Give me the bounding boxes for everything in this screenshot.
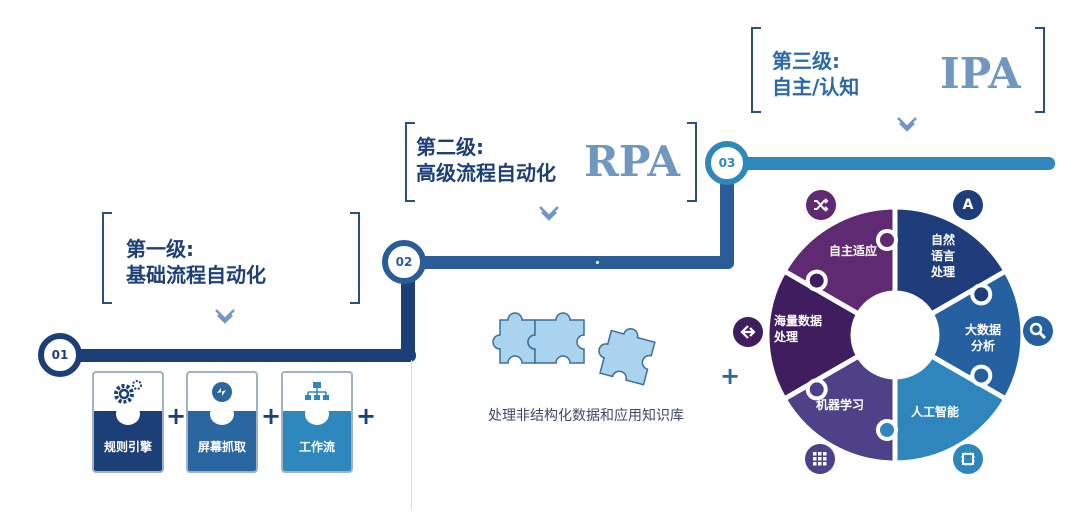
capability-wheel: [764, 204, 1026, 466]
puzzle-knob: [970, 364, 993, 387]
level2-bracket-left: [405, 122, 415, 202]
plus-sign: +: [720, 362, 741, 390]
card-rule-engine: 规则引擎: [92, 371, 164, 473]
level1-title-line2: 基础流程自动化: [126, 263, 266, 287]
wheel-label-autonomous: 自主适应: [828, 244, 877, 258]
level1-chevron-icon: [215, 309, 235, 324]
level3-bracket-right: [1035, 27, 1045, 113]
wheel-label-ai: 人工智能: [910, 405, 959, 419]
level3-title: 第三级: 自主/认知: [772, 48, 859, 100]
plus-sign: +: [356, 402, 377, 430]
level3-title-line1: 第三级:: [772, 49, 840, 73]
arrows-icon: [733, 317, 763, 347]
puzzle-knob: [805, 378, 828, 401]
level3-chevron-icon: [897, 117, 917, 132]
level2-title-line1: 第二级:: [416, 135, 484, 159]
level2-title: 第二级: 高级流程自动化: [416, 134, 556, 186]
level3-acronym: IPA: [940, 49, 1021, 98]
wheel-center: [853, 293, 937, 377]
puzzle-knob: [876, 419, 898, 441]
level2-riser: [720, 163, 734, 269]
step-02-badge: 02: [382, 240, 426, 284]
level2-bracket-right: [687, 122, 697, 202]
level2-line: [404, 256, 734, 269]
puzzle-knob: [876, 229, 898, 251]
card-label: 规则引擎: [103, 440, 152, 454]
shuffle-icon: [806, 190, 836, 220]
level1-line: [60, 349, 416, 362]
card-label: 屏幕抓取: [197, 440, 246, 454]
wheel-label-nlp: 自然 语言 处理: [930, 233, 955, 279]
level1-title-line1: 第一级:: [126, 237, 194, 261]
wheel-segment-ml: [780, 352, 898, 466]
level1-bracket-left: [102, 212, 112, 304]
puzzle-pieces-icon: [492, 312, 656, 386]
level1-title: 第一级: 基础流程自动化: [126, 236, 266, 288]
level2-description: 处理非结构化数据和应用知识库: [488, 408, 684, 424]
level1-riser: [401, 262, 415, 362]
puzzle-knob: [805, 269, 828, 292]
gears-icon: [114, 380, 142, 404]
card-workflow: 工作流: [281, 371, 353, 473]
plus-sign: +: [166, 402, 187, 430]
refresh-icon: [212, 382, 232, 402]
search-icon: [1023, 316, 1053, 346]
card-screen-scraping: 屏幕抓取: [186, 371, 258, 473]
level3-bracket-left: [751, 27, 761, 113]
hierarchy-icon: [305, 382, 329, 400]
card-label: 工作流: [298, 440, 335, 454]
level2-title-line2: 高级流程自动化: [416, 161, 556, 185]
level2-acronym: RPA: [584, 137, 681, 186]
text-a-icon: A: [953, 190, 983, 220]
plus-sign: +: [261, 402, 282, 430]
level3-title-line2: 自主/认知: [772, 75, 860, 99]
level3-line: [727, 157, 1055, 170]
wheel-label-big-data: 大数据 分析: [964, 323, 1001, 353]
level2-line-dot: [596, 261, 599, 264]
step-03-badge: 03: [705, 141, 749, 185]
vertical-divider: [411, 360, 412, 510]
level2-chevron-icon: [539, 206, 559, 221]
wheel-segment-autonomous: [780, 204, 898, 318]
step-01-badge: 01: [38, 333, 82, 377]
chip-icon: [953, 444, 983, 474]
level1-bracket-right: [350, 212, 360, 304]
wheel-label-ml: 机器学习: [815, 398, 864, 412]
grid-icon: [805, 444, 835, 474]
wheel-label-mass-data: 海量数据 处理: [774, 314, 823, 344]
puzzle-knob: [970, 283, 993, 306]
